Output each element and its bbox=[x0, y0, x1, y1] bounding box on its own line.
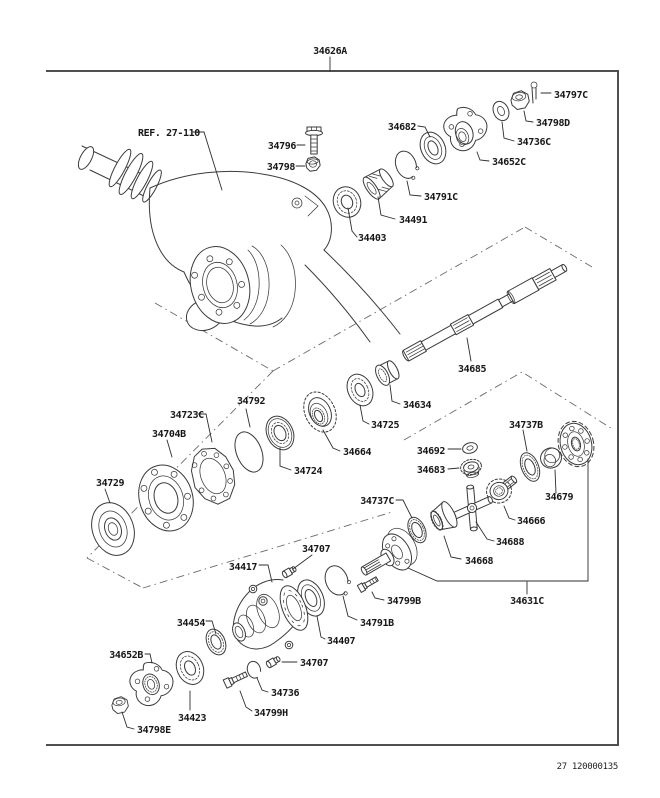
part-label-34692: 34692 bbox=[417, 446, 445, 457]
part-label-34666: 34666 bbox=[517, 516, 545, 527]
part-label-34791B: 34791B bbox=[360, 618, 394, 629]
part-washer-34692 bbox=[462, 442, 478, 454]
part-snap-ring-34791B bbox=[324, 565, 351, 596]
part-bolt-34796 bbox=[305, 126, 323, 155]
part-label-34652B: 34652B bbox=[109, 650, 143, 661]
part-label-34454: 34454 bbox=[177, 618, 205, 629]
part-label-34798: 34798 bbox=[267, 162, 295, 173]
part-label-34799B: 34799B bbox=[387, 596, 421, 607]
part-collar-34634 bbox=[375, 360, 400, 386]
part-label-34737B: 34737B bbox=[509, 420, 543, 431]
part-bearing-retainer-34704B bbox=[138, 464, 194, 532]
part-bolt-34799B bbox=[356, 576, 379, 593]
part-bearing-34668 bbox=[430, 501, 458, 531]
part-gasket-34723C bbox=[190, 447, 236, 505]
part-pinion-gear-34683 bbox=[460, 458, 482, 478]
part-spacer-34491 bbox=[362, 168, 394, 200]
part-side-gear-34666 bbox=[486, 475, 518, 504]
diagram-frame bbox=[46, 56, 619, 746]
part-label-34664: 34664 bbox=[343, 447, 371, 458]
part-label-34685: 34685 bbox=[458, 364, 486, 375]
part-pinion-flange-assembly bbox=[360, 527, 418, 576]
part-companion-flange-34652C bbox=[443, 106, 488, 152]
labels-layer: 34626A REF. 27-110 34796 34798 34682 344… bbox=[96, 46, 618, 772]
part-label-34407: 34407 bbox=[327, 636, 355, 647]
part-thrust-washer-34737C bbox=[407, 516, 427, 544]
part-spacer-34454 bbox=[205, 628, 227, 656]
part-cotter-pin-34797C bbox=[530, 81, 538, 104]
part-label-34797C: 34797C bbox=[554, 90, 588, 101]
part-companion-flange-34652B bbox=[129, 661, 174, 707]
part-diff-case-34631C bbox=[557, 420, 595, 468]
part-plug-34707-top bbox=[281, 566, 297, 579]
part-bolt-34799H bbox=[222, 671, 248, 689]
part-label-34683: 34683 bbox=[417, 465, 445, 476]
part-bearing-34725 bbox=[346, 373, 374, 407]
part-nut-34798D bbox=[510, 90, 530, 110]
part-bearing-34423 bbox=[175, 651, 205, 685]
part-label-34736: 34736 bbox=[271, 688, 299, 699]
part-label-34491: 34491 bbox=[399, 215, 427, 226]
leader-lines bbox=[104, 92, 589, 730]
assembly-dashed-lines bbox=[86, 226, 615, 589]
part-label-34417: 34417 bbox=[229, 562, 257, 573]
part-snap-ring-34791C bbox=[394, 150, 420, 180]
part-oil-seal-34682 bbox=[419, 131, 447, 165]
part-washer-34736C bbox=[492, 100, 510, 122]
part-nut-34798E bbox=[111, 696, 129, 714]
part-label-34707-top: 34707 bbox=[302, 544, 330, 555]
part-shaft-34685 bbox=[402, 263, 568, 362]
part-label-34791C: 34791C bbox=[424, 192, 458, 203]
part-bearing-34724 bbox=[265, 415, 295, 451]
part-clip-34736 bbox=[246, 660, 262, 679]
part-carrier-housing-34417 bbox=[232, 579, 309, 650]
part-label-34707-bottom: 34707 bbox=[300, 658, 328, 669]
part-label-34423: 34423 bbox=[178, 713, 206, 724]
frame-label: 34626A bbox=[313, 46, 347, 57]
part-drive-pinion-34664 bbox=[303, 391, 337, 433]
part-label-34631C: 34631C bbox=[510, 596, 544, 607]
part-label-34688: 34688 bbox=[496, 537, 524, 548]
part-label-34725: 34725 bbox=[371, 420, 399, 431]
part-label-34798E: 34798E bbox=[137, 725, 171, 736]
part-label-34737C: 34737C bbox=[360, 496, 394, 507]
part-label-34634: 34634 bbox=[403, 400, 431, 411]
part-nut-34798 bbox=[305, 156, 321, 172]
part-bearing-34403 bbox=[332, 186, 362, 218]
part-oil-seal-34729 bbox=[91, 502, 135, 556]
part-label-34798D: 34798D bbox=[536, 118, 570, 129]
part-label-34668: 34668 bbox=[465, 556, 493, 567]
part-label-34796: 34796 bbox=[268, 141, 296, 152]
ref-label: REF. 27-110 bbox=[138, 128, 200, 139]
part-label-34792: 34792 bbox=[237, 396, 265, 407]
part-label-34736C: 34736C bbox=[517, 137, 551, 148]
axle-housing-drawing bbox=[77, 145, 401, 343]
part-thrust-washer-34737B bbox=[519, 452, 541, 482]
part-o-ring-34792 bbox=[234, 431, 264, 473]
part-label-34682: 34682 bbox=[388, 122, 416, 133]
part-label-34724: 34724 bbox=[294, 466, 322, 477]
page-footer: 27 120000135 bbox=[557, 762, 618, 772]
part-label-34729: 34729 bbox=[96, 478, 124, 489]
part-label-34704B: 34704B bbox=[152, 429, 186, 440]
part-plug-34707-bottom bbox=[265, 656, 281, 669]
part-label-34652C: 34652C bbox=[492, 157, 526, 168]
part-label-34723C: 34723C bbox=[170, 410, 204, 421]
part-label-34679: 34679 bbox=[545, 492, 573, 503]
part-label-34403: 34403 bbox=[358, 233, 386, 244]
part-bushing-34679 bbox=[540, 447, 562, 469]
part-label-34799H: 34799H bbox=[254, 708, 288, 719]
